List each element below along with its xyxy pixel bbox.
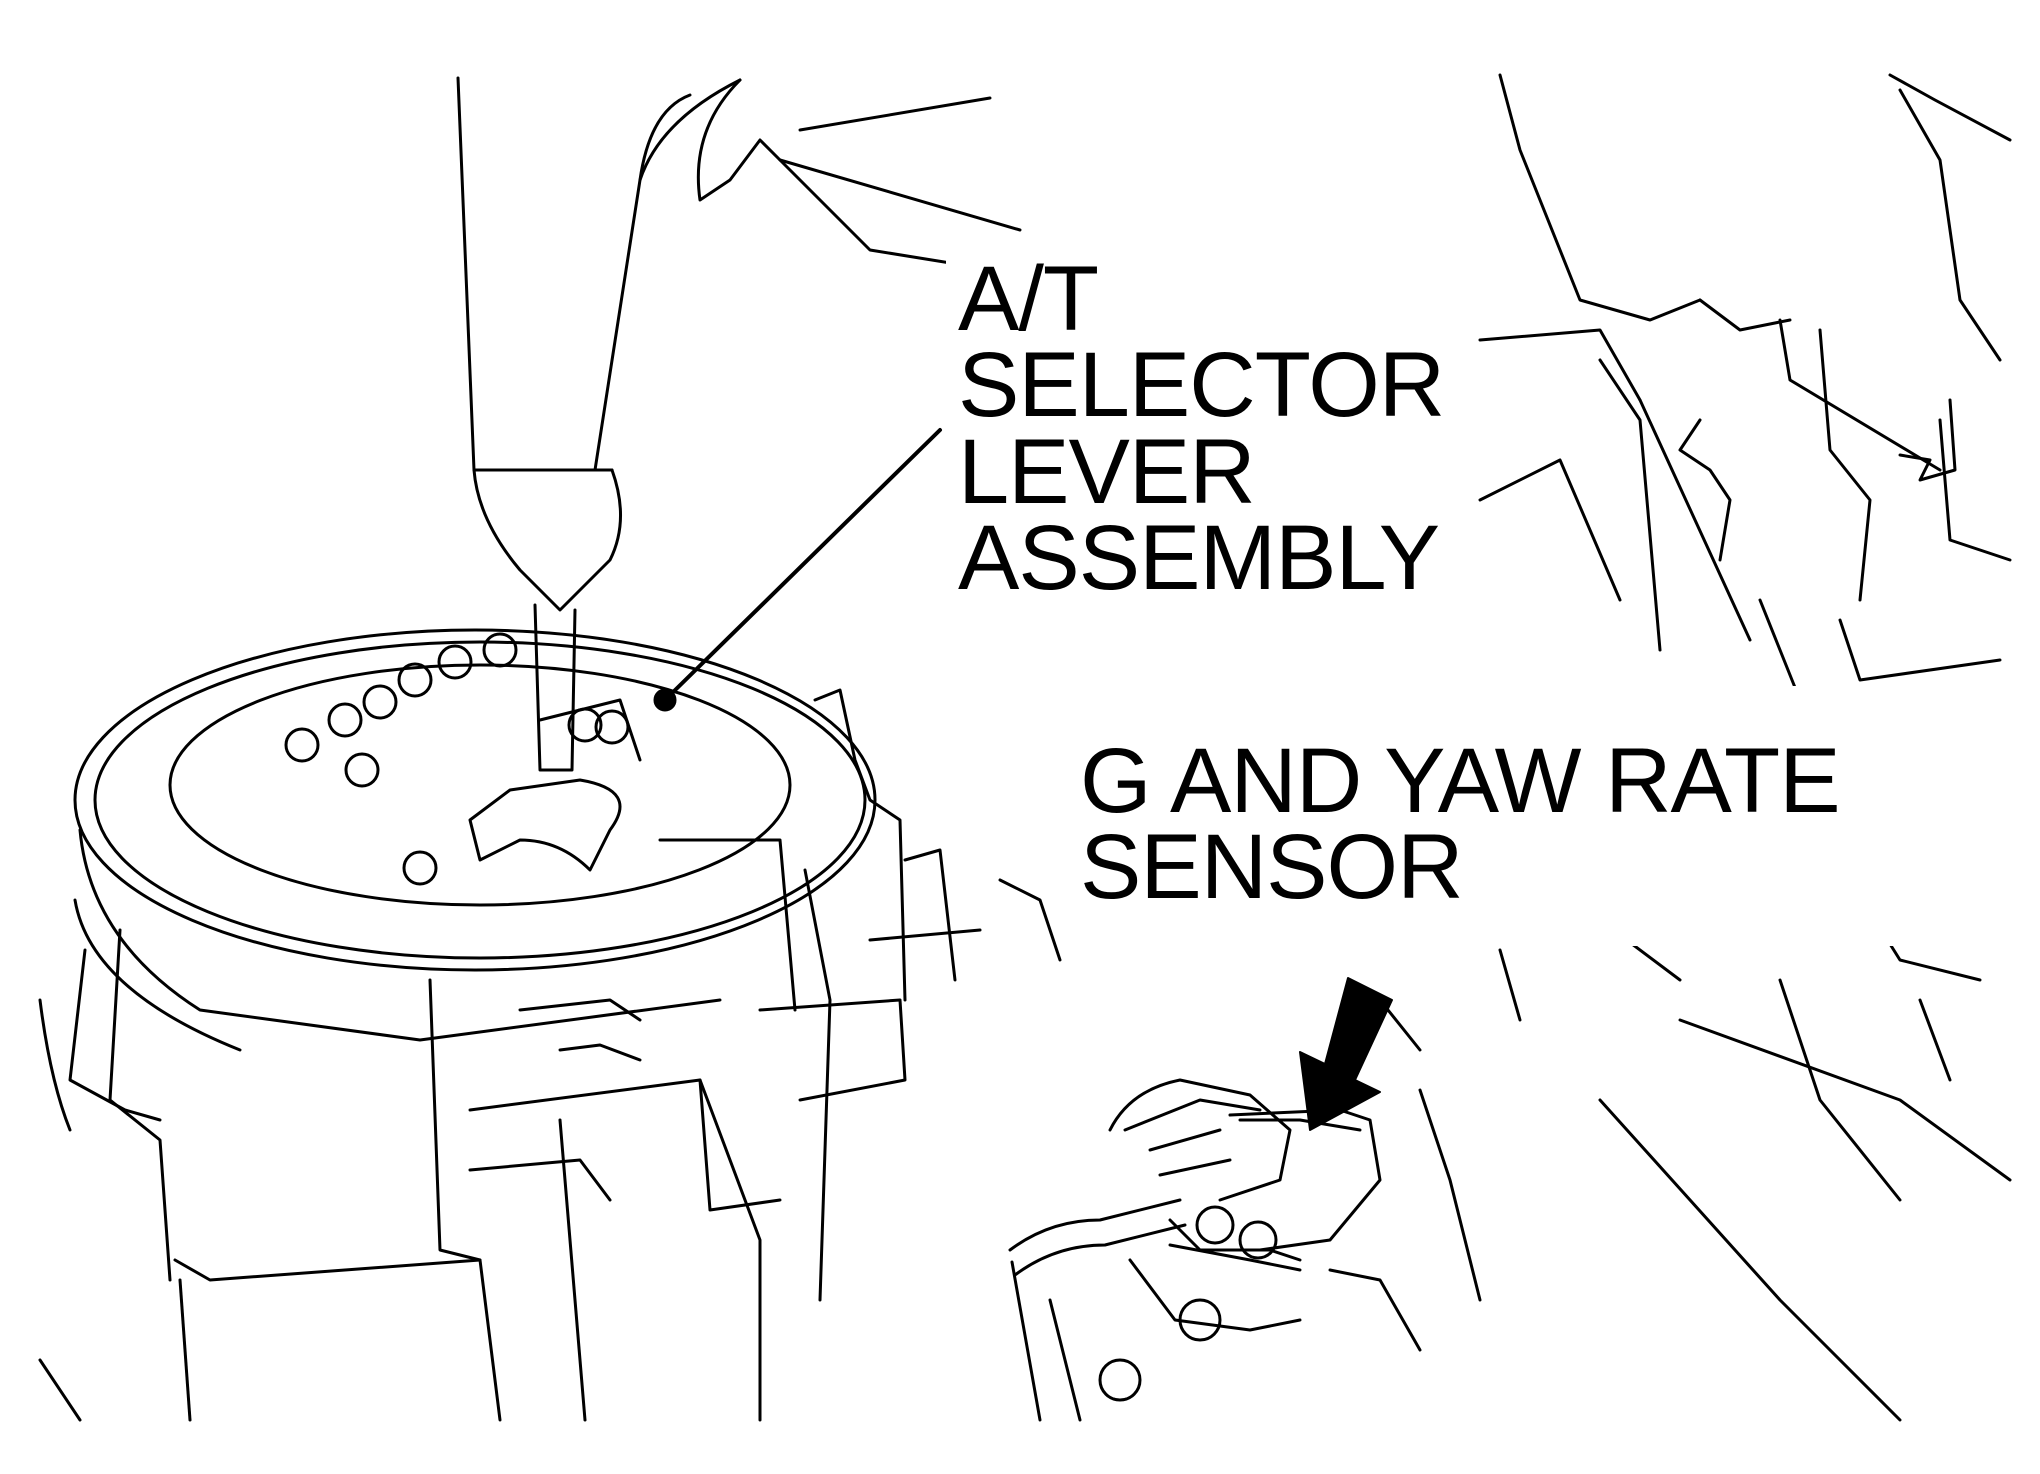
sensor-arrow — [1299, 977, 1393, 1131]
at-selector-label-line-2: SELECTOR — [958, 334, 1445, 437]
at-selector-label-line-1: A/T — [958, 248, 1099, 350]
shift-console — [73, 628, 877, 1052]
background-lines — [868, 878, 2012, 1422]
sensor-assembly — [1008, 1078, 1422, 1422]
sensor-label-background — [1068, 686, 2038, 946]
lever-base-frame — [38, 688, 957, 1422]
g-yaw-sensor-label: G AND YAW RATE SENSOR — [1080, 730, 1841, 919]
at-selector-leader-line — [663, 428, 942, 702]
tunnel-structure — [696, 73, 2012, 722]
at-selector-label-line-4: ASSEMBLY — [958, 507, 1440, 610]
at-selector-label: A/T SELECTOR LEVER ASSEMBLY — [958, 248, 1445, 610]
g-yaw-sensor-label-line-2: SENSOR — [1080, 816, 1464, 919]
shift-lever-shaft — [456, 76, 742, 772]
at-label-background — [946, 250, 1466, 610]
at-selector-label-line-3: LEVER — [958, 420, 1256, 523]
g-yaw-sensor-label-line-1: G AND YAW RATE — [1080, 730, 1841, 832]
